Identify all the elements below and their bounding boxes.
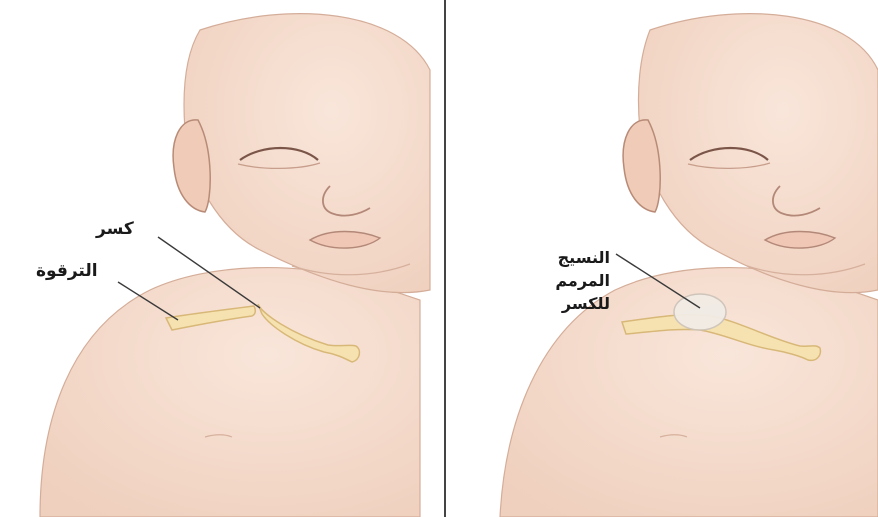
- clavicle-label: الترقوة: [36, 261, 98, 281]
- baby-body-left: [40, 268, 420, 517]
- callus-swelling: [674, 294, 726, 330]
- left-panel-illustration: [40, 14, 430, 517]
- callus-label: النسيج المرمم للكسر: [506, 246, 610, 315]
- fracture-label: كسر: [96, 219, 134, 239]
